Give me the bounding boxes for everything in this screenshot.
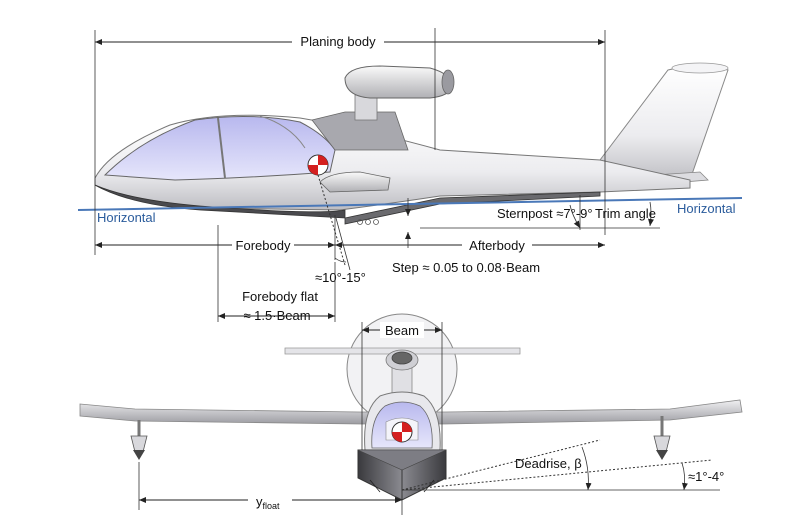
planing-body-dimension: Planing body bbox=[94, 28, 606, 255]
hull-bottom bbox=[94, 184, 346, 219]
right-wing-float bbox=[653, 416, 671, 460]
forebody-flat-value: ≈ 1.5·Beam bbox=[243, 308, 310, 323]
horizontal-label-left: Horizontal bbox=[97, 210, 156, 225]
horizontal-label-right: Horizontal bbox=[677, 201, 736, 216]
y-float-dimension: yfloat bbox=[138, 462, 403, 515]
forebody-flat-label: Forebody flat bbox=[242, 289, 318, 304]
forebody-flat-dimension bbox=[218, 262, 336, 322]
side-view bbox=[77, 62, 743, 230]
horizontal-line bbox=[77, 197, 743, 211]
cg-symbol-front bbox=[391, 421, 413, 443]
canopy bbox=[103, 115, 336, 181]
sternpost-label: Sternpost ≈7°-9° bbox=[497, 206, 593, 221]
step-height-label: Step ≈ 0.05 to 0.08·Beam bbox=[392, 260, 540, 275]
trim-angle-label: Trim angle bbox=[595, 206, 656, 221]
sternpost-annotation bbox=[569, 201, 654, 229]
deadrise-label: Deadrise, β bbox=[515, 456, 582, 471]
front-view bbox=[79, 313, 743, 501]
engine-pylon bbox=[311, 111, 409, 151]
left-wing-float bbox=[130, 420, 148, 460]
beam-label: Beam bbox=[385, 323, 419, 338]
dihedral-label: ≈1°-4° bbox=[688, 469, 724, 484]
wing-strut bbox=[319, 171, 391, 193]
step-angle-label: ≈10°-15° bbox=[315, 270, 366, 285]
forebody-label: Forebody bbox=[236, 238, 291, 253]
step-angle-annotation bbox=[317, 174, 351, 271]
afterbody-label: Afterbody bbox=[469, 238, 525, 253]
beam-dimension: Beam bbox=[361, 322, 443, 450]
y-float-label: yfloat bbox=[256, 494, 280, 511]
forebody-afterbody-dimension: Forebody Afterbody bbox=[95, 215, 605, 322]
cg-symbol-side bbox=[307, 154, 329, 176]
engine-nacelle bbox=[344, 65, 453, 99]
deadrise-annotation bbox=[401, 439, 720, 491]
planing-body-label: Planing body bbox=[300, 34, 376, 49]
